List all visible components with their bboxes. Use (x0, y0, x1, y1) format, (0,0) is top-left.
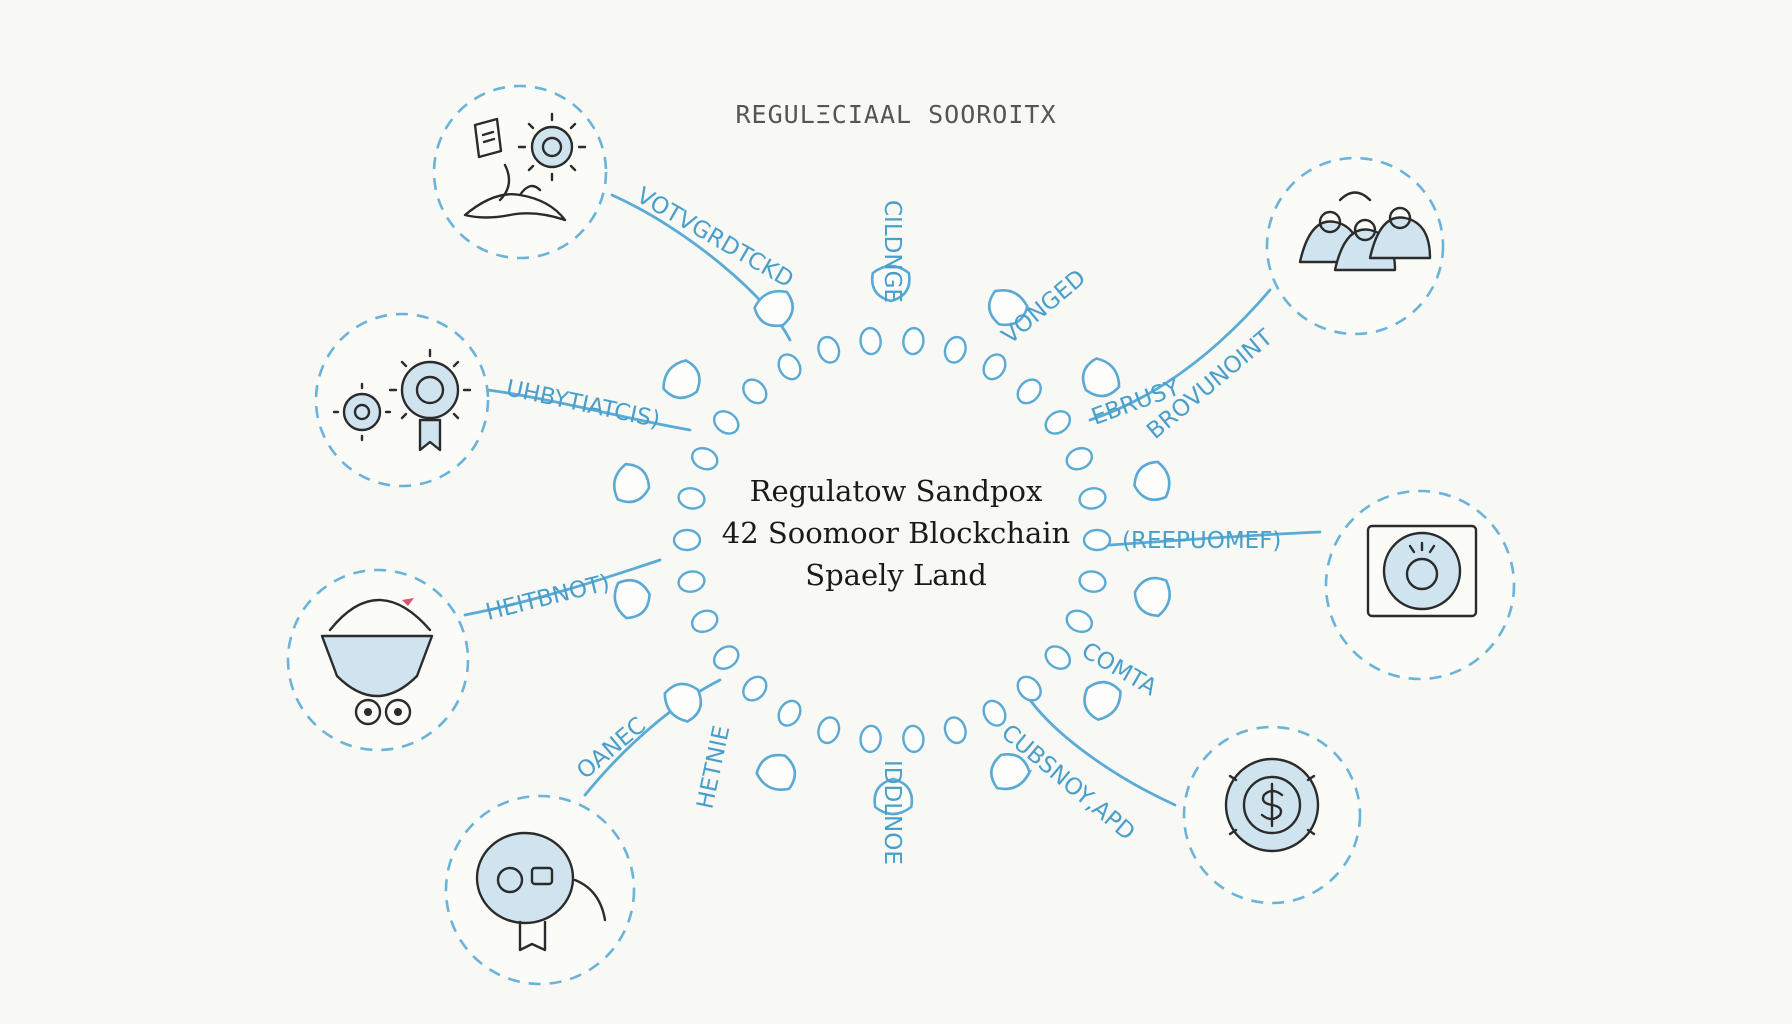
hub-petal (612, 462, 651, 504)
hub-petal (870, 264, 911, 303)
node-bells-group (1265, 156, 1445, 336)
hub-bead (677, 570, 706, 593)
spoke-label: HETNIE (692, 723, 735, 811)
hub-bead (859, 326, 882, 356)
hub-bead (742, 675, 768, 702)
hub-bead (712, 645, 740, 670)
hub-bead (902, 724, 925, 754)
arm-lower-left (463, 558, 662, 617)
hub-petal (613, 579, 651, 620)
hub-bead (943, 716, 967, 745)
framed-coin-icon (1366, 524, 1478, 618)
node-gears-ribbon (314, 312, 490, 488)
node-coin-face (444, 794, 636, 986)
page-title: REGULΞCIAAL SOOROITX (735, 100, 1057, 129)
spoke-label: UHBYTIATCIS) (504, 375, 663, 433)
arm-mid-right (1108, 530, 1322, 547)
hub-bead (1016, 675, 1042, 702)
hub-bead (1065, 609, 1094, 634)
arm-bottom-left (583, 678, 722, 797)
hub-bead (1065, 446, 1094, 471)
arm-top-right (1088, 288, 1272, 422)
spoke-label: CILDNGE (879, 200, 905, 303)
node-framed-coin (1324, 489, 1516, 681)
arm-mid-left (486, 388, 692, 432)
spoke-label: OANEC (572, 712, 651, 784)
hub-label: Regulatow Sandpox 42 Soomoor Blockchain … (646, 470, 1146, 596)
hub-bead (777, 699, 802, 727)
arm-bottom-right (1028, 698, 1177, 807)
gears-ribbon-icon (332, 348, 472, 452)
hub-petal (1133, 460, 1171, 501)
hub-bead (712, 410, 740, 435)
hub-bead (1082, 528, 1112, 552)
node-dollar-gear (1182, 725, 1362, 905)
spoke-label: IDDLNOE (879, 760, 905, 865)
hub-petal (1083, 680, 1122, 722)
coin-face-icon (475, 831, 607, 952)
hub-bead (677, 487, 706, 510)
hub-bead (690, 609, 719, 634)
hub-petal (873, 777, 914, 816)
node-robot-bucket (286, 568, 470, 752)
hub-petal-ring (612, 264, 1171, 816)
hub-petal (662, 358, 701, 400)
robot-bucket-icon (320, 598, 434, 726)
hub-label-line-1: Regulatow Sandpox (749, 474, 1043, 508)
hub-bead (859, 724, 882, 754)
hub-bead (1078, 570, 1107, 593)
hub-petal (1133, 576, 1171, 618)
bells-group-icon (1298, 191, 1432, 272)
hub-bead (817, 716, 841, 745)
hub-petal (990, 753, 1031, 791)
hub-bead (742, 378, 768, 405)
spoke-label: HEITBNOT) (483, 570, 612, 626)
hub-label-line-2: 42 Soomoor Blockchain (721, 516, 1071, 550)
document-gear-icon (463, 112, 587, 222)
hub-bead-ring (672, 326, 1112, 754)
dollar-gear-icon (1224, 757, 1320, 853)
hub-petal (988, 289, 1029, 327)
hub-bead (982, 699, 1007, 727)
hub-label-line-3: Spaely Land (805, 558, 987, 592)
hub-bead (1044, 645, 1072, 670)
hub-petal (1081, 357, 1121, 398)
spoke-label: (REEPUOMEF) (1122, 528, 1281, 554)
hub-bead (690, 446, 719, 471)
spoke-label: VOTVGRDTCKD (632, 183, 798, 294)
node-document-gear (432, 84, 608, 260)
hub-petal (755, 753, 797, 791)
hub-bead (1078, 487, 1107, 510)
hub-bead (672, 528, 702, 552)
hub-bead (777, 353, 802, 381)
hub-petal (753, 289, 794, 328)
hub-petal (663, 682, 703, 723)
hub-bead (817, 335, 841, 364)
hub-bead (1044, 410, 1072, 435)
hub-bead (1016, 378, 1042, 405)
hub-bead (943, 335, 967, 364)
hub-bead (982, 353, 1007, 381)
hub-bead (902, 326, 925, 356)
